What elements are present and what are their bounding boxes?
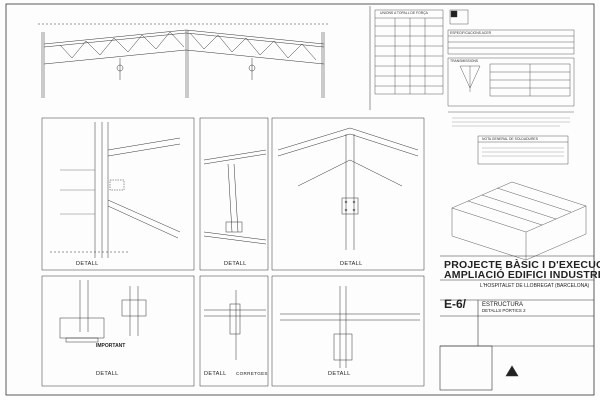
detail-6-linework	[280, 286, 420, 368]
tables	[374, 9, 575, 165]
detail-6-label: DETALL	[328, 371, 351, 377]
detail-1-linework	[50, 122, 181, 258]
project-title: PROJECTE BÀSIC I D'EXECUCIÓ	[444, 259, 600, 271]
detail-2-linework	[203, 149, 267, 245]
frame-elevation	[38, 23, 330, 98]
discipline: ESTRUCTURA	[482, 302, 524, 308]
detail-5-label: DETALL	[204, 371, 227, 377]
detail-4-linework	[59, 280, 147, 343]
welding-note-title: NOTA GENERAL DE SOLDADURES	[482, 137, 538, 141]
detail-3-label: DETALL	[340, 261, 363, 267]
bolts-table-title: TRANSMISSIONS	[450, 59, 479, 63]
project-location: L'HOSPITALET DE LLOBREGAT (BARCELONA)	[480, 283, 590, 289]
sheet-number: E-6/	[444, 297, 467, 311]
title-block	[439, 255, 594, 391]
drawing-title: DETALLS PÒRTICS 2	[482, 308, 526, 313]
detail-4-label: DETALL	[96, 371, 119, 377]
detail-3-linework	[277, 127, 419, 250]
detail-5-linework	[204, 290, 266, 360]
steel-table-title: ESPECIFICACIONS ACER	[450, 31, 492, 35]
detail-1-label: DETALL	[76, 261, 99, 267]
project-subtitle: AMPLIACIÓ EDIFICI INDUSTRIAL	[444, 269, 600, 281]
load-table-title: UNIONS A TOPALL DE FORÇA	[380, 11, 428, 15]
isometric-view	[451, 181, 587, 261]
detail-frames	[41, 117, 425, 387]
detail-5-caption: CORRETGES	[236, 371, 268, 376]
detail-2-label: DETALL	[224, 261, 247, 267]
important-note-title: IMPORTANT	[96, 343, 126, 349]
